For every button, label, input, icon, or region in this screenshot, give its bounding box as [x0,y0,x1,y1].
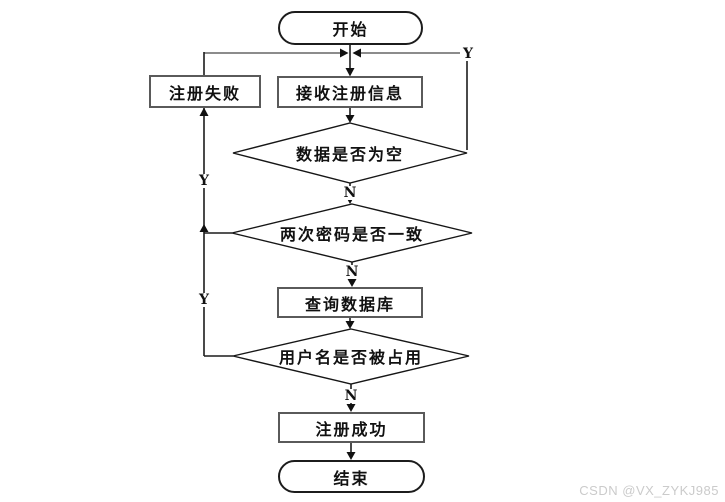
query-db-label: 查询数据库 [304,294,395,314]
csdn-watermark: CSDN @VX_ZYKJ985 [579,483,719,498]
reject-node: 注册失败 [149,75,261,108]
edge-label-empty-yes: Y [460,47,476,61]
end-label: 结束 [333,468,370,488]
arrowhead-down-icon [345,321,355,329]
check-username-node: 用户名是否被占用 [251,341,451,371]
arrowhead-down-icon [347,279,357,287]
start-label: 开始 [332,20,369,39]
check-empty-label: 数据是否为空 [295,145,404,164]
decision-diamond-check-username [232,328,470,385]
end-node: 结束 [278,460,425,493]
check-password-node: 两次密码是否一致 [252,218,452,248]
arrowhead-down-icon [345,68,355,77]
success-label: 注册成功 [315,419,388,439]
top-merge-rail [204,48,466,58]
arrowhead-down-icon [346,452,356,460]
check-password-label: 两次密码是否一致 [279,225,424,244]
arrowhead-right-icon [340,48,349,58]
query-db-node: 查询数据库 [277,287,423,318]
arrowhead-up-icon [199,107,209,116]
arrowhead-down-icon [346,404,356,412]
reject-label: 注册失败 [168,83,241,103]
left-feedback-edges [199,52,233,357]
check-empty-node: 数据是否为空 [253,138,447,168]
arrowhead-down-icon [345,115,355,123]
receive-label: 接收注册信息 [295,84,404,103]
success-node: 注册成功 [278,412,425,443]
edge-label-empty-no: N [340,186,360,200]
arrowhead-left-icon [352,48,361,58]
start-node: 开始 [278,11,423,45]
edge-label-password-no: N [342,265,362,279]
edge-label-username-no: N [341,389,361,403]
receive-node: 接收注册信息 [277,76,423,108]
check-username-label: 用户名是否被占用 [278,348,423,367]
edge-label-username-yes: Y [196,293,212,307]
edge-label-password-yes: Y [196,174,212,188]
decision-diamond-check-empty [232,122,468,184]
decision-diamond-check-password [231,203,473,263]
arrowhead-up-icon [199,224,209,232]
decision-shapes [231,122,473,385]
